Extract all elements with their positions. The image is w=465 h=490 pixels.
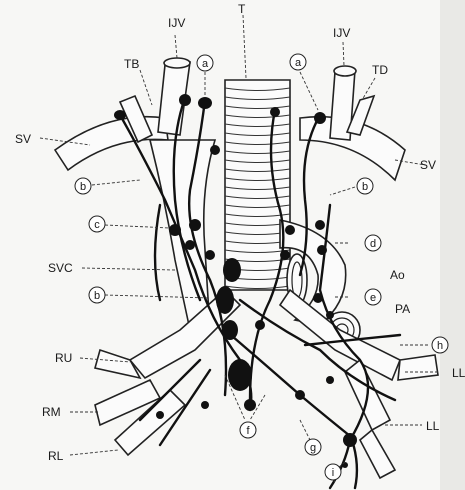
label-ru: RU [55, 351, 72, 365]
bronchus-ll-lower [360, 430, 395, 478]
circled-text-d: d [370, 238, 376, 250]
label-lu: LL [452, 366, 465, 380]
label-ao: Ao [390, 268, 405, 282]
label-ijv-right: IJV [333, 26, 350, 40]
label-rl: RL [48, 449, 64, 463]
circled-label-a-left: a [197, 55, 213, 71]
circled-label-i: i [325, 464, 341, 480]
circled-label-g: g [305, 439, 321, 455]
circled-text-e: e [370, 292, 376, 304]
circled-label-d: d [365, 235, 381, 251]
label-trachea: T [238, 2, 246, 16]
circled-label-b-right: b [357, 178, 373, 194]
label-pa: PA [395, 302, 410, 316]
scan-edge-shade [440, 0, 465, 490]
label-sv-left: SV [15, 132, 31, 146]
label-td: TD [372, 63, 388, 77]
label-ll: LL [426, 419, 440, 433]
circled-text-b-lower: b [94, 290, 100, 302]
label-ijv-left: IJV [168, 16, 185, 30]
circled-label-h: h [432, 337, 448, 353]
circled-label-b-upper: b [75, 178, 91, 194]
label-svc: SVC [48, 261, 73, 275]
label-rm: RM [42, 405, 61, 419]
label-tb: TB [124, 57, 139, 71]
label-sv-right: SV [420, 158, 436, 172]
circled-label-f: f [240, 422, 256, 438]
trachea [225, 80, 290, 290]
circled-text-b-right: b [362, 181, 368, 193]
circled-label-e: e [365, 289, 381, 305]
circled-text-a-left: a [202, 58, 209, 70]
bronchus-lu [398, 355, 438, 380]
ijv-right-opening [334, 66, 356, 76]
circled-text-a-right: a [295, 57, 302, 69]
circled-label-c: c [89, 216, 105, 232]
circled-text-i: i [332, 467, 334, 479]
circled-label-a-right: a [290, 54, 306, 70]
circled-text-g: g [310, 442, 316, 454]
circled-label-b-lower: b [89, 287, 105, 303]
circled-text-b-upper: b [80, 181, 86, 193]
circled-text-h: h [437, 340, 443, 352]
ijv-left-opening [164, 58, 190, 68]
circled-text-c: c [94, 219, 100, 231]
